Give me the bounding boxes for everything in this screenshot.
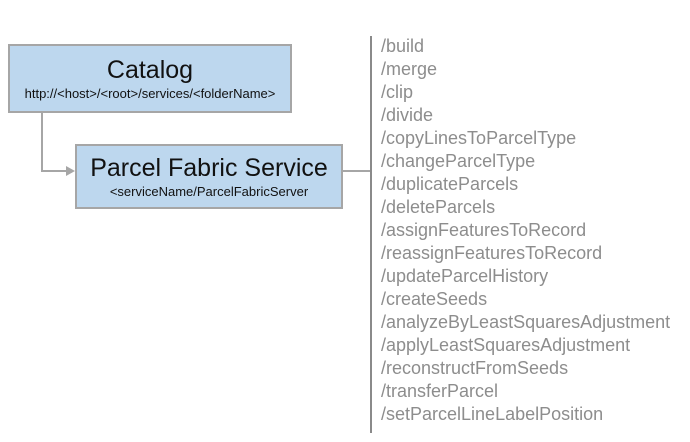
catalog-to-service-arrow-horizontal bbox=[41, 170, 67, 172]
endpoint-item: /duplicateParcels bbox=[381, 174, 519, 194]
endpoint-item: /merge bbox=[381, 59, 438, 79]
endpoint-divider-line bbox=[370, 36, 372, 433]
endpoint-item: /copyLinesToParcelType bbox=[381, 128, 577, 148]
catalog-title: Catalog bbox=[106, 55, 194, 84]
endpoint-item: /deleteParcels bbox=[381, 197, 496, 217]
endpoint-item: /createSeeds bbox=[381, 289, 488, 309]
endpoint-item: /clip bbox=[381, 82, 414, 102]
parcel-fabric-service-url: <serviceName/ParcelFabricServer bbox=[109, 183, 309, 199]
arrow-head-icon bbox=[66, 166, 75, 176]
parcel-fabric-service-node: Parcel Fabric Service <serviceName/Parce… bbox=[75, 144, 343, 209]
endpoint-item: /transferParcel bbox=[381, 381, 499, 401]
endpoint-item: /build bbox=[381, 36, 425, 56]
endpoint-item: /reconstructFromSeeds bbox=[381, 358, 569, 378]
endpoint-item: /divide bbox=[381, 105, 434, 125]
endpoint-item: /analyzeByLeastSquaresAdjustment bbox=[381, 312, 671, 332]
endpoint-item: /setParcelLineLabelPosition bbox=[381, 404, 604, 424]
endpoint-item: /reassignFeaturesToRecord bbox=[381, 243, 603, 263]
endpoint-item: /applyLeastSquaresAdjustment bbox=[381, 335, 631, 355]
endpoint-item: /changeParcelType bbox=[381, 151, 536, 171]
endpoint-item: /assignFeaturesToRecord bbox=[381, 220, 587, 240]
endpoint-item: /updateParcelHistory bbox=[381, 266, 549, 286]
parcel-fabric-service-title: Parcel Fabric Service bbox=[90, 153, 328, 182]
endpoint-list: /build/merge/clip/divide/copyLinesToParc… bbox=[381, 35, 686, 426]
catalog-to-service-arrow-vertical bbox=[41, 113, 43, 172]
catalog-url: http://<host>/<root>/services/<folderNam… bbox=[24, 85, 276, 101]
service-to-endpoints-connector bbox=[341, 170, 371, 172]
catalog-node: Catalog http://<host>/<root>/services/<f… bbox=[8, 44, 292, 113]
